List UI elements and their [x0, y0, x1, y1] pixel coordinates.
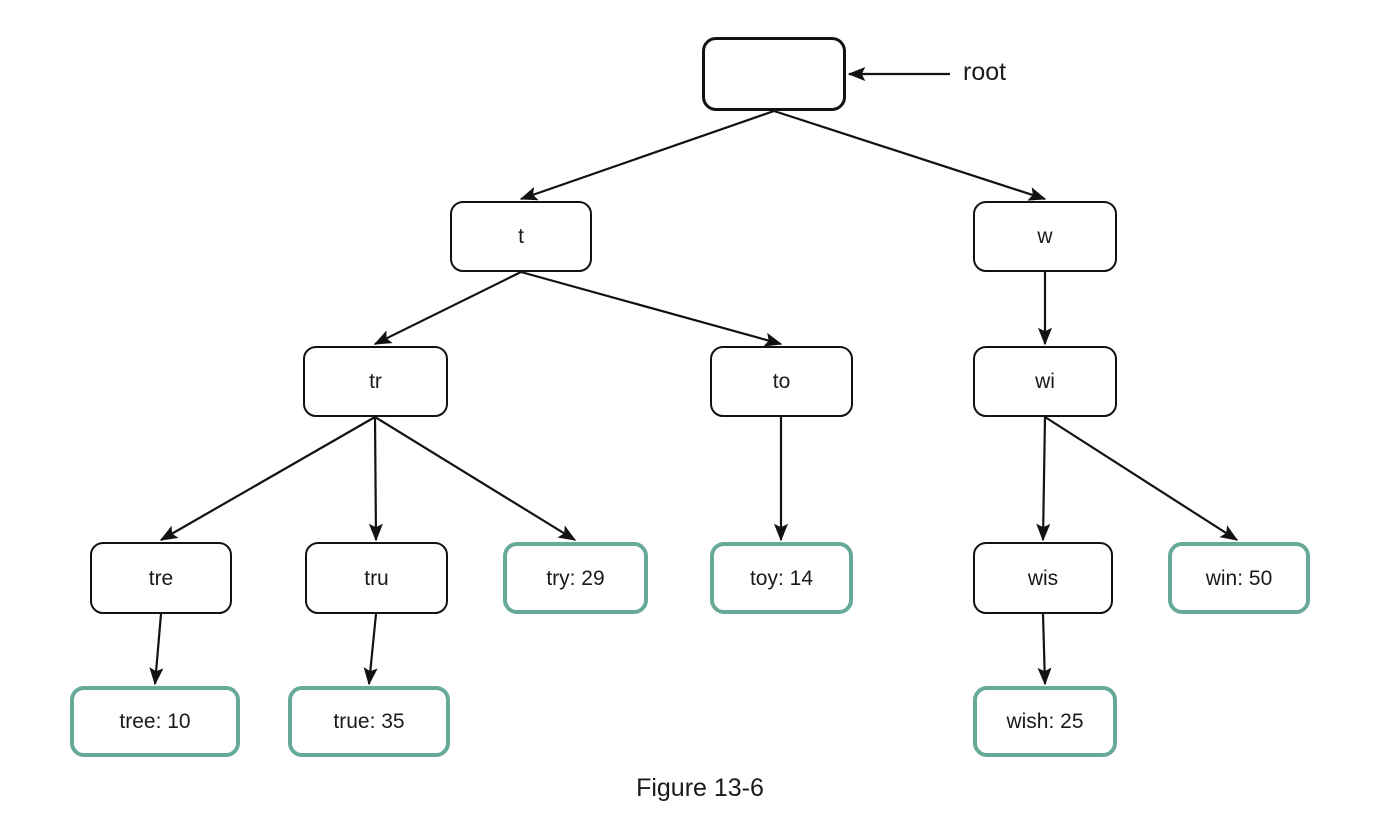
trie-node-tree[interactable]: tree: 10	[70, 686, 240, 757]
trie-node-try[interactable]: try: 29	[503, 542, 648, 614]
trie-node-true[interactable]: true: 35	[288, 686, 450, 757]
annotation-leader-lines	[847, 66, 950, 82]
trie-node-label: win: 50	[1205, 566, 1273, 590]
trie-node-w[interactable]: w	[973, 201, 1117, 272]
tree-edge-root-to-t	[519, 109, 775, 201]
trie-node-label: try: 29	[546, 566, 605, 590]
annotation-label-root-pointer: root	[963, 58, 1007, 86]
trie-node-label: wish: 25	[1006, 710, 1084, 733]
trie-node-label: tre	[148, 566, 174, 590]
tree-edge-wi-to-win	[1044, 416, 1239, 541]
trie-node-to[interactable]: to	[710, 346, 853, 417]
tree-edge-wi-to-wis	[1036, 416, 1051, 542]
trie-node-wi[interactable]: wi	[973, 346, 1117, 417]
trie-node-tre[interactable]: tre	[90, 542, 232, 614]
trie-node-label: wis	[1027, 566, 1059, 590]
tree-edge-tre-to-tree	[149, 613, 164, 686]
tree-edge-tr-to-tru	[368, 416, 383, 542]
trie-node-label: to	[772, 370, 791, 393]
trie-node-toy[interactable]: toy: 14	[710, 542, 853, 614]
trie-node-tr[interactable]: tr	[303, 346, 448, 417]
trie-node-label: toy: 14	[749, 566, 814, 590]
trie-node-label: tru	[364, 566, 389, 590]
tree-edge-tr-to-try	[374, 416, 577, 541]
trie-node-label: true: 35	[333, 710, 405, 733]
tree-edge-t-to-tr	[373, 271, 522, 345]
trie-node-wish[interactable]: wish: 25	[973, 686, 1117, 757]
tree-edge-root-to-w	[773, 109, 1047, 201]
trie-node-label: tr	[369, 370, 382, 393]
trie-node-win[interactable]: win: 50	[1168, 542, 1310, 614]
trie-node-label: t	[518, 225, 524, 248]
trie-node-label: w	[1037, 225, 1053, 248]
tree-edge-t-to-to	[520, 270, 783, 347]
trie-node-t[interactable]: t	[450, 201, 592, 272]
trie-node-label: wi	[1035, 370, 1055, 393]
trie-node-root[interactable]	[702, 37, 846, 111]
trie-node-label: tree: 10	[119, 710, 191, 733]
tree-edge-tr-to-tre	[159, 416, 376, 541]
trie-node-wis[interactable]: wis	[973, 542, 1113, 614]
trie-node-tru[interactable]: tru	[305, 542, 448, 614]
figure-caption: Figure 13-6	[636, 774, 764, 802]
tree-edge-wis-to-wish	[1037, 613, 1052, 686]
tree-edge-tru-to-true	[363, 613, 378, 686]
